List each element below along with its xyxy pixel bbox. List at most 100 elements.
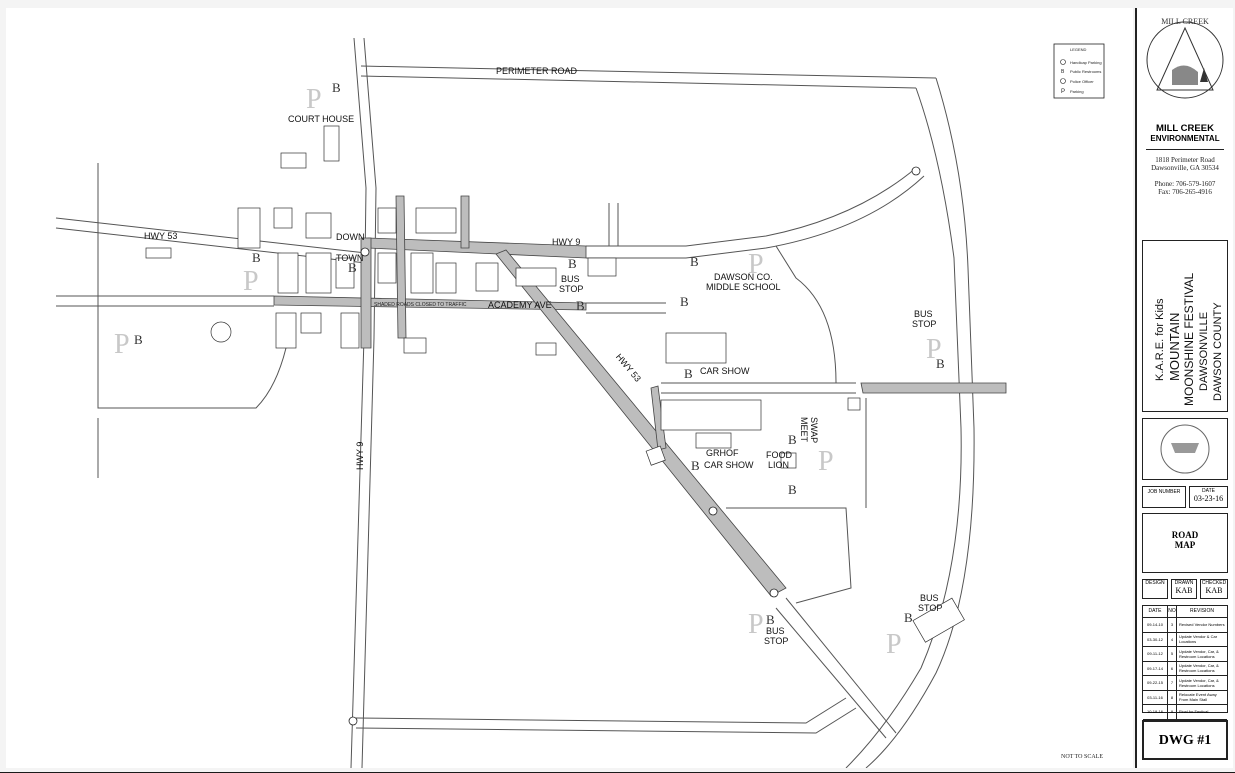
- date-label: DATE: [1202, 488, 1215, 494]
- bus-stop-building: [912, 597, 965, 643]
- middle-school-building: [665, 332, 727, 364]
- company-name-2: ENVIRONMENTAL: [1150, 134, 1220, 143]
- handicap-icon: [1060, 59, 1066, 65]
- design-row: DESIGN DRAWN KAB CHECKED KAB: [1142, 579, 1228, 599]
- bus-marker: B: [684, 366, 693, 381]
- engineer-seal-icon: [1160, 424, 1210, 474]
- downtown-label-2: TOWN: [336, 253, 363, 263]
- sheet-title-2: MAP: [1174, 540, 1196, 550]
- parking-marker: P: [114, 329, 130, 360]
- south-road-edge: [775, 607, 887, 739]
- parking-marker: P: [926, 334, 942, 365]
- mill-creek-logo-icon: MILL CREEK: [1146, 17, 1224, 99]
- sheet-title-box: ROAD MAP: [1142, 513, 1228, 573]
- project-title-svg: K.A.R.E. for Kids MOUNTAIN MOONSHINE FES…: [1154, 273, 1224, 406]
- downtown-label-1: DOWN: [336, 232, 365, 242]
- bus-stop-label-2: STOP: [559, 284, 583, 294]
- west-road: [97, 163, 287, 409]
- ballfield: [660, 399, 762, 431]
- project-line-4: DAWSONVILLE: [1198, 312, 1210, 391]
- grhof-building: [695, 432, 732, 449]
- project-line-3: MOONSHINE FESTIVAL: [1182, 273, 1196, 406]
- hwy53-west: [55, 217, 367, 254]
- rev-header-revision: REVISION: [1190, 608, 1214, 614]
- school-label-1: DAWSON CO.: [714, 272, 773, 282]
- bus-marker: B: [691, 458, 700, 473]
- perimeter-road-top: [360, 65, 937, 79]
- rev-no: 7: [1168, 676, 1177, 690]
- bus-marker: B: [788, 482, 797, 497]
- court-house-label: COURT HOUSE: [288, 114, 354, 124]
- perimeter-road-label: PERIMETER ROAD: [496, 66, 578, 76]
- hwy9-vertical-label: HWY 9: [355, 442, 365, 470]
- perimeter-road-east-edge: [865, 77, 975, 769]
- parking-marker: P: [886, 629, 902, 660]
- hwy9-vertical-edge: [361, 37, 377, 769]
- legend-item: Handicap Parking: [1070, 60, 1102, 65]
- checked-label: CHECKED: [1201, 580, 1227, 586]
- project-line-2: MOUNTAIN: [1167, 313, 1182, 381]
- bus-stop-right-1: BUS: [914, 309, 933, 319]
- rev-date: 10-19-16: [1143, 705, 1168, 719]
- rev-text: Update Vendor & Car Locations: [1179, 634, 1218, 645]
- legend-item: Police Officer: [1070, 79, 1094, 84]
- bus-marker: B: [904, 610, 913, 625]
- bus-stop-bottom-2: STOP: [764, 636, 788, 646]
- project-line-1: K.A.R.E. for Kids: [1154, 298, 1166, 381]
- perimeter-road-bottom: [355, 697, 847, 724]
- dwg-number: DWG #1: [1142, 720, 1228, 760]
- rev-no: 8: [1168, 690, 1177, 704]
- address-line-1: 1818 Perimeter Road: [1155, 156, 1215, 164]
- rev-date: 03-30-12: [1143, 632, 1168, 646]
- road-map-svg: PERIMETER ROAD COURT HOUSE HWY 9 HWY 53 …: [55, 37, 1105, 769]
- car-show-label-1: CAR SHOW: [700, 366, 750, 376]
- project-box: K.A.R.E. for Kids MOUNTAIN MOONSHINE FES…: [1142, 240, 1228, 412]
- checked-value: KAB: [1205, 586, 1223, 595]
- seal-box: [1142, 418, 1228, 480]
- police-marker: [348, 166, 921, 726]
- perimeter-road-east: [845, 87, 962, 769]
- bus-marker: B: [690, 254, 699, 269]
- rev-no: 6: [1168, 661, 1177, 675]
- company-box: MILL CREEK MILL CREEK ENVIRONMENTAL 1818…: [1142, 10, 1228, 228]
- side-closed: [650, 385, 667, 451]
- rev-date: 09-22-15: [1143, 676, 1168, 690]
- bus-marker: B: [252, 250, 261, 265]
- car-show-label-2: CAR SHOW: [704, 460, 754, 470]
- downtown-closed-ne: [460, 195, 470, 249]
- bus-marker: B: [936, 356, 945, 371]
- project-line-5: DAWSON COUNTY: [1212, 302, 1224, 401]
- rev-no: 5: [1168, 647, 1177, 661]
- rev-date: 03-11-16: [1143, 690, 1168, 704]
- legend-item: Public Restrooms: [1070, 69, 1101, 74]
- road-map: PERIMETER ROAD COURT HOUSE HWY 9 HWY 53 …: [6, 8, 1133, 769]
- not-to-scale: NOT TO SCALE: [1061, 754, 1103, 760]
- rev-text: Final for Festival: [1179, 709, 1209, 715]
- academy-ave-closed: [273, 295, 587, 311]
- checked-cell: CHECKED KAB: [1200, 579, 1228, 599]
- date-cell: DATE 03-23-16: [1189, 486, 1228, 508]
- company-name-1: MILL CREEK: [1156, 123, 1214, 134]
- fax: Fax: 706-265-4916: [1158, 188, 1212, 196]
- school-road: [775, 245, 837, 384]
- downtown-closed-n: [395, 195, 407, 339]
- police-icon: [1060, 78, 1066, 84]
- sheet-title-1: ROAD: [1171, 530, 1199, 540]
- hwy9-east: [586, 167, 917, 247]
- rev-header-no: NO: [1168, 606, 1177, 617]
- bus-stop-right-2: STOP: [912, 319, 936, 329]
- small-building-1: [645, 445, 666, 466]
- rev-date: 09-14-10: [1143, 618, 1168, 632]
- bus-marker: B: [680, 294, 689, 309]
- hwy9-vertical: [350, 37, 367, 769]
- rev-header-date: DATE: [1143, 606, 1168, 617]
- rev-text: Update Vendor, Car, & Restroom Locations: [1179, 677, 1219, 688]
- rev-text: Revised Vendor Numbers: [1179, 622, 1225, 628]
